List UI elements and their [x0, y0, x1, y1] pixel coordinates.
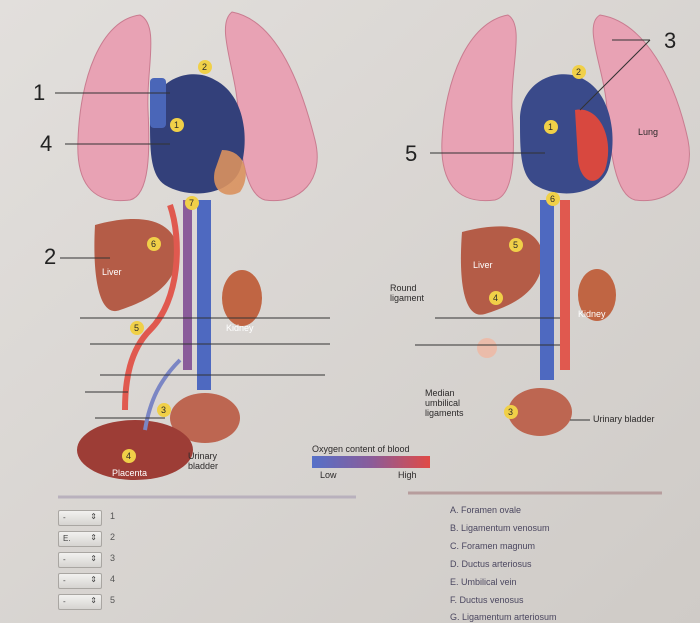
oxygen-gradient-bar [312, 456, 430, 468]
leader-3b [579, 39, 651, 111]
badge-3-right: 3 [508, 407, 514, 417]
answer-select-5[interactable]: -⇕ [58, 594, 102, 610]
badge-6-left: 6 [151, 239, 157, 249]
badge-7-left: 7 [189, 198, 195, 208]
chevron-updown-icon: ⇕ [90, 554, 97, 563]
bladder-label-right: Urinary bladder [593, 414, 655, 424]
bladder-label-left: Urinary bladder [188, 451, 219, 471]
question-number: 4 [110, 574, 116, 584]
postnatal-circulation-figure [415, 14, 690, 436]
liver-label-left: Liver [102, 267, 122, 277]
question-number: 3 [110, 553, 116, 563]
chevron-updown-icon: ⇕ [90, 512, 97, 521]
question-number: 5 [110, 595, 116, 605]
right-lung [224, 11, 318, 202]
selected-value: - [63, 513, 66, 522]
option-e: E. Umbilical vein [450, 577, 517, 587]
umbilical-vein [122, 204, 180, 411]
kidney-right [578, 269, 616, 321]
callout-1: 1 [33, 80, 46, 105]
callout-3: 3 [664, 28, 677, 53]
umbilical-artery [143, 358, 182, 431]
answer-select-2[interactable]: E. ⇕ [58, 531, 102, 547]
badge-2-right: 2 [576, 67, 582, 77]
selected-value: E. [63, 534, 71, 543]
bladder-left [170, 393, 240, 443]
umbilicus [477, 338, 497, 358]
chevron-updown-icon: ⇕ [90, 596, 97, 605]
legend-low: Low [320, 470, 337, 480]
badge-4-left: 4 [126, 451, 132, 461]
kidney-left [222, 270, 262, 326]
kidney-label-left: Kidney [226, 323, 254, 333]
option-g: G. Ligamentum arteriosum [450, 612, 557, 622]
placenta [77, 420, 193, 480]
option-d: D. Ductus arteriosus [450, 559, 532, 569]
answer-select-4[interactable]: -⇕ [58, 573, 102, 589]
badge-1-right: 1 [548, 122, 554, 132]
legend-high: High [398, 470, 417, 480]
inferior-vena-cava [197, 200, 211, 390]
kidney-label-right: Kidney [578, 309, 606, 319]
left-ventricle [575, 109, 609, 181]
aorta-2 [560, 200, 570, 370]
aorta [183, 200, 192, 370]
left-lung-2 [441, 14, 517, 202]
option-b: B. Ligamentum venosum [450, 523, 550, 533]
badge-3-left: 3 [161, 405, 167, 415]
question-number: 1 [110, 511, 116, 521]
liver-right [460, 226, 543, 315]
option-f: F. Ductus venosus [450, 595, 524, 605]
question-number: 2 [110, 532, 116, 542]
badges [122, 60, 586, 463]
callout-4: 4 [40, 131, 53, 156]
heart-fat [214, 150, 246, 195]
answer-select-3[interactable]: -⇕ [58, 552, 102, 568]
badge-1-left: 1 [174, 120, 180, 130]
legend-title: Oxygen content of blood [312, 444, 410, 454]
right-lung-2 [592, 14, 690, 202]
liver-label-right: Liver [473, 260, 493, 270]
callout-5: 5 [405, 141, 418, 166]
badge-6-right: 6 [550, 194, 556, 204]
answer-select-1[interactable]: -⇕ [58, 510, 102, 526]
bladder-right [508, 388, 572, 436]
option-a: A. Foramen ovale [450, 505, 522, 515]
badge-5-left: 5 [134, 323, 140, 333]
superior-vena-cava [150, 78, 166, 128]
badge-5-right: 5 [513, 240, 519, 250]
selected-value: - [63, 597, 66, 606]
round-ligament-label: Round ligament [390, 283, 425, 303]
left-lung [77, 14, 152, 202]
callout-2: 2 [44, 244, 57, 269]
placenta-label: Placenta [112, 468, 148, 478]
chevron-updown-icon: ⇕ [90, 533, 97, 542]
selected-value: - [63, 576, 66, 585]
chevron-updown-icon: ⇕ [90, 575, 97, 584]
lung-label: Lung [638, 127, 659, 137]
badge-4-right: 4 [493, 293, 499, 303]
badge-2-left: 2 [202, 62, 208, 72]
selected-value: - [63, 555, 66, 564]
option-c: C. Foramen magnum [450, 541, 536, 551]
inferior-vena-cava-2 [540, 200, 554, 380]
median-umbilical-label: Median umbilical ligaments [425, 388, 464, 418]
